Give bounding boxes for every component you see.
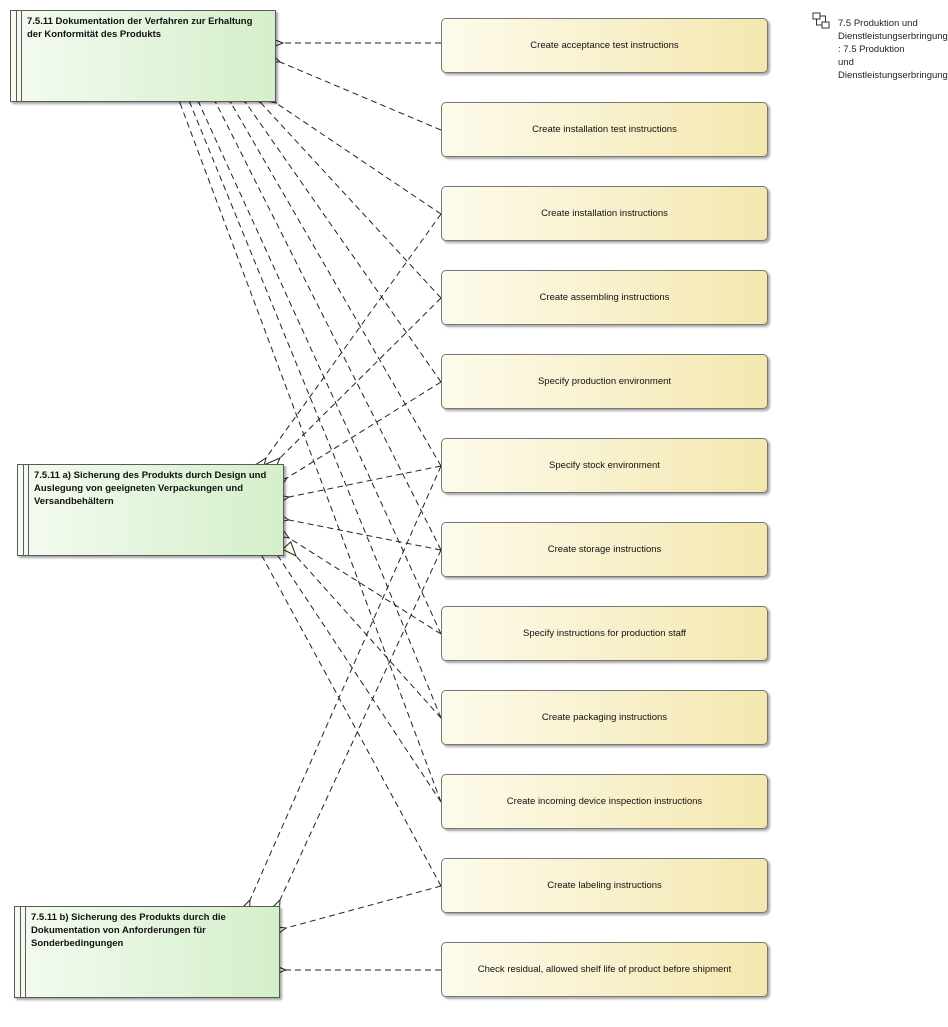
realization-connector[interactable] <box>209 90 442 551</box>
realization-connector[interactable] <box>237 91 442 383</box>
realization-connector[interactable] <box>276 530 442 635</box>
requirement-stripe <box>23 465 24 555</box>
realization-connector[interactable] <box>269 544 442 803</box>
activity-installation[interactable]: Create installation instructions <box>441 186 768 241</box>
activity-stock-environment[interactable]: Specify stock environment <box>441 438 768 493</box>
realization-connector[interactable] <box>266 56 442 131</box>
activity-labeling[interactable]: Create labeling instructions <box>441 858 768 913</box>
realization-connector[interactable] <box>273 549 442 913</box>
activity-incoming-inspection[interactable]: Create incoming device inspection instru… <box>441 774 768 829</box>
requirement-stripe <box>16 11 17 101</box>
realization-connector[interactable] <box>223 90 442 467</box>
requirement-stripe <box>28 465 29 555</box>
activity-installation-test[interactable]: Create installation test instructions <box>441 102 768 157</box>
realization-connector[interactable] <box>251 92 442 299</box>
realization-connector[interactable] <box>243 465 442 914</box>
activity-shelf-life-check[interactable]: Check residual, allowed shelf life of pr… <box>441 942 768 997</box>
realization-connector[interactable] <box>269 297 442 469</box>
package-label: 7.5 Produktion und Dienstleistungserbrin… <box>838 18 948 81</box>
realization-connector[interactable] <box>272 885 442 933</box>
realization-connector[interactable] <box>275 516 442 551</box>
requirement-title: 7.5.11 a) Sicherung des Produkts durch D… <box>34 470 267 507</box>
realization-connector[interactable] <box>274 381 442 486</box>
package-icon <box>812 12 830 29</box>
activity-storage[interactable]: Create storage instructions <box>441 522 768 577</box>
activity-acceptance-test[interactable]: Create acceptance test instructions <box>441 18 768 73</box>
realization-connector[interactable] <box>257 213 442 470</box>
requirement-title: 7.5.11 Dokumentation der Verfahren zur E… <box>27 16 253 40</box>
activity-assembling[interactable]: Create assembling instructions <box>441 270 768 325</box>
realization-connector[interactable] <box>184 89 442 719</box>
realization-connector[interactable] <box>275 465 442 501</box>
realization-connector[interactable] <box>264 94 442 215</box>
requirement-7-5-11-b[interactable]: 7.5.11 b) Sicherung des Produkts durch d… <box>14 906 280 998</box>
requirement-7-5-11-a[interactable]: 7.5.11 a) Sicherung des Produkts durch D… <box>17 464 284 556</box>
realization-connector[interactable] <box>286 545 442 719</box>
activity-production-environment[interactable]: Specify production environment <box>441 354 768 409</box>
requirement-title: 7.5.11 b) Sicherung des Produkts durch d… <box>31 912 226 949</box>
requirement-stripe <box>20 907 21 997</box>
realization-arrowhead <box>281 541 297 558</box>
activity-packaging[interactable]: Create packaging instructions <box>441 690 768 745</box>
requirement-stripe <box>25 907 26 997</box>
realization-connector[interactable] <box>174 89 442 803</box>
requirement-stripe <box>21 11 22 101</box>
realization-connector[interactable] <box>254 543 442 887</box>
requirement-7-5-11[interactable]: 7.5.11 Dokumentation der Verfahren zur E… <box>10 10 276 102</box>
activity-production-staff[interactable]: Specify instructions for production staf… <box>441 606 768 661</box>
